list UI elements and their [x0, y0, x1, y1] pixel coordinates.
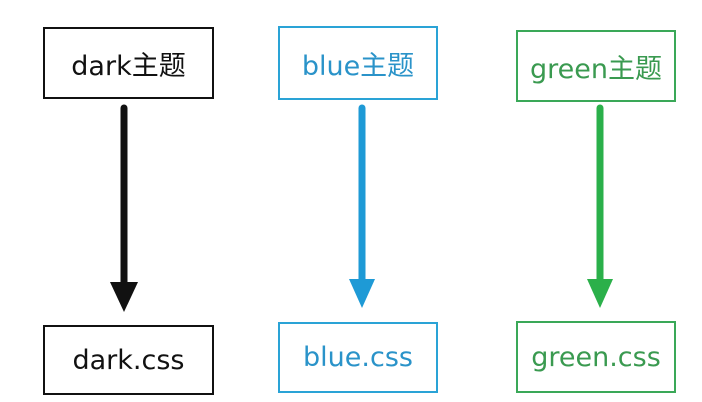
- blue-css-box: blue.css: [278, 322, 438, 393]
- blue-css-label: blue.css: [303, 342, 413, 373]
- green-theme-box: green主题: [516, 30, 676, 102]
- dark-theme-box: dark主题: [43, 27, 214, 99]
- arrow-blue: [349, 104, 375, 308]
- dark-css-label: dark.css: [72, 344, 185, 376]
- dark-theme-label: dark主题: [71, 50, 186, 82]
- arrow-green: [587, 104, 613, 308]
- green-css-box: green.css: [516, 321, 676, 393]
- dark-css-box: dark.css: [43, 325, 214, 395]
- blue-theme-box: blue主题: [278, 26, 438, 100]
- arrow-dark: [110, 104, 138, 312]
- green-theme-label: green主题: [530, 53, 662, 85]
- blue-theme-label: blue主题: [301, 50, 415, 82]
- green-css-label: green.css: [531, 341, 661, 373]
